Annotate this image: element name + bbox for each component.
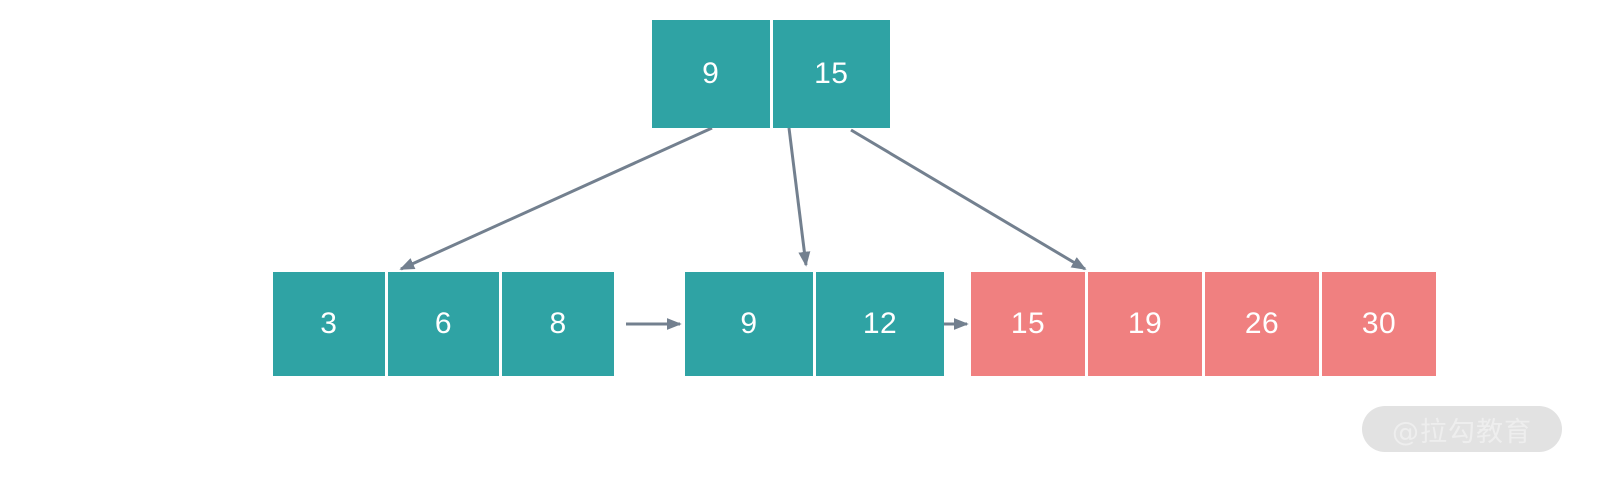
leaf-1-cell-1[interactable]: 6 bbox=[387, 272, 500, 376]
edge-root-to-leaf-2 bbox=[787, 127, 811, 267]
root-node[interactable]: 9 15 bbox=[652, 20, 890, 128]
leaf-3-cell-2[interactable]: 26 bbox=[1205, 272, 1319, 376]
leaf-node-3[interactable]: 15 19 26 30 bbox=[971, 272, 1436, 376]
leaf-3-cell-0[interactable]: 15 bbox=[971, 272, 1085, 376]
watermark-badge: @拉勾教育 bbox=[1362, 406, 1562, 452]
root-cell-0[interactable]: 9 bbox=[652, 20, 770, 128]
leaf-2-cell-1[interactable]: 12 bbox=[816, 272, 944, 376]
edge-root-to-leaf-3 bbox=[850, 128, 1087, 271]
root-cell-1[interactable]: 15 bbox=[772, 20, 890, 128]
leaf-node-2[interactable]: 9 12 bbox=[685, 272, 944, 376]
leaf-2-cell-0[interactable]: 9 bbox=[685, 272, 813, 376]
leaf-1-cell-2[interactable]: 8 bbox=[502, 272, 614, 376]
leaf-3-cell-1[interactable]: 19 bbox=[1088, 272, 1202, 376]
leaf-node-1[interactable]: 3 6 8 bbox=[273, 272, 614, 376]
watermark-text: @拉勾教育 bbox=[1392, 416, 1532, 448]
edge-root-to-leaf-1 bbox=[399, 126, 713, 271]
leaf-1-cell-0[interactable]: 3 bbox=[273, 272, 385, 376]
leaf-3-cell-3[interactable]: 30 bbox=[1322, 272, 1436, 376]
